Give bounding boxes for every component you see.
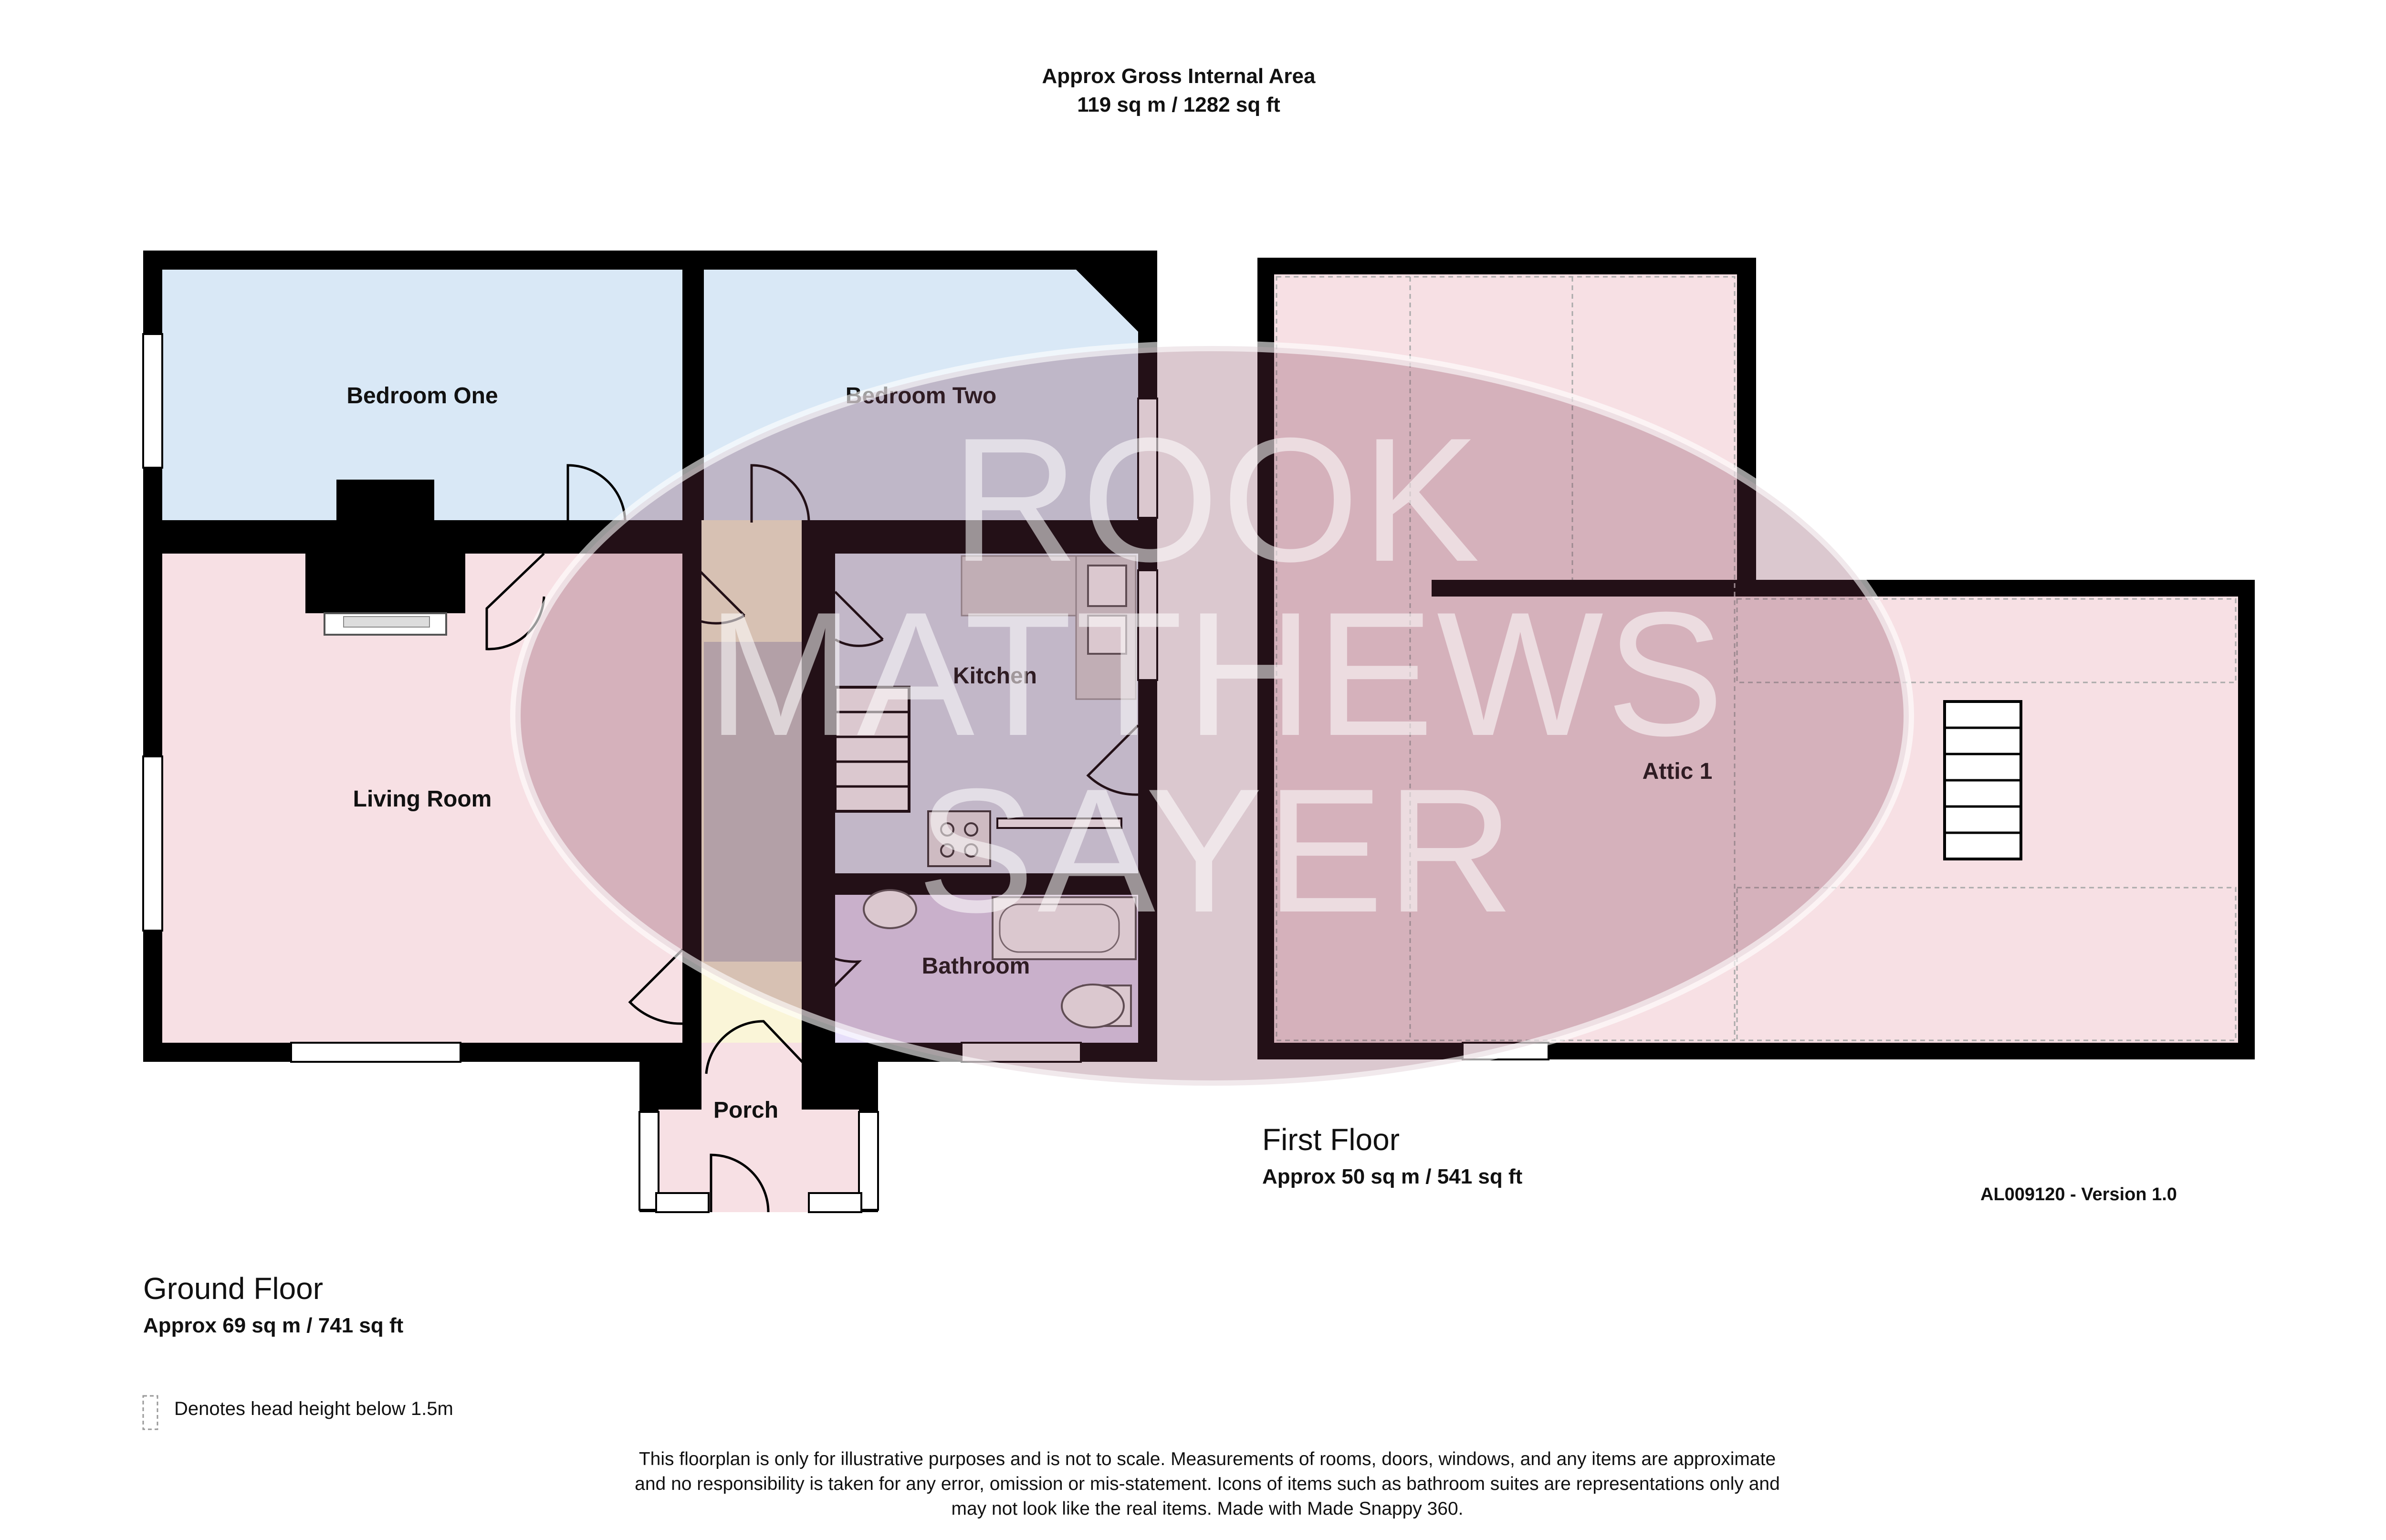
- bedroom-one: [162, 270, 682, 520]
- window: [655, 1192, 710, 1213]
- watermark: ROOK MATTHEWS SAYER: [510, 341, 1914, 1091]
- room-label-porch: Porch: [713, 1098, 778, 1123]
- room-label-kitchen: Kitchen: [953, 663, 1037, 689]
- watermark-line3: SAYER: [917, 752, 1517, 949]
- basin-icon: [863, 889, 917, 929]
- window: [858, 1111, 879, 1211]
- gross-area-title: Approx Gross Internal Area: [1042, 64, 1316, 88]
- window: [996, 817, 1122, 829]
- porch-doorway: [701, 1043, 802, 1112]
- ground-floor-area: Approx 69 sq m / 741 sq ft: [143, 1314, 404, 1337]
- sink-drainer-icon: [1087, 615, 1127, 655]
- first-floor-area: Approx 50 sq m / 541 sq ft: [1262, 1165, 1523, 1188]
- hob-ring-icon: [964, 822, 978, 837]
- first-floor-title: First Floor: [1262, 1122, 1400, 1157]
- hob-ring-icon: [964, 843, 978, 858]
- hob-ring-icon: [940, 843, 954, 858]
- doors: [485, 464, 1139, 1213]
- room-label-living-room: Living Room: [353, 786, 492, 812]
- watermark-line1: ROOK: [951, 401, 1483, 598]
- first-floor-plan: Attic 1: [1257, 258, 2255, 1060]
- room-label-attic: Attic 1: [1643, 759, 1713, 784]
- sink-bowl-icon: [1087, 565, 1127, 607]
- bedroom-two: [704, 270, 1138, 520]
- legend-head-height: Denotes head height below 1.5m: [174, 1398, 453, 1419]
- legend-dashed-swatch: [142, 1395, 158, 1430]
- disclaimer-line3: may not look like the real items. Made w…: [951, 1498, 1463, 1519]
- window: [961, 1042, 1082, 1063]
- low-height-area: [1736, 598, 2237, 683]
- ground-stairs-icon: [834, 686, 910, 813]
- disclaimer-line2: and no responsibility is taken for any e…: [635, 1474, 1780, 1494]
- chimney-breast: [305, 530, 465, 613]
- window: [290, 1042, 461, 1063]
- low-height-area: [1736, 887, 2237, 1041]
- window: [142, 755, 163, 932]
- watermark-line2: MATTHEWS: [707, 576, 1727, 773]
- room-label-bedroom-one: Bedroom One: [346, 383, 498, 409]
- ground-floor-title: Ground Floor: [143, 1271, 323, 1306]
- toilet-bowl-icon: [1061, 984, 1125, 1028]
- room-label-bathroom: Bathroom: [922, 953, 1030, 979]
- ground-floor-plan: Bedroom One Bedroom Two Living Room Kitc…: [142, 251, 1158, 1213]
- hob-icon: [927, 810, 991, 867]
- hob-ring-icon: [940, 822, 954, 837]
- window: [1137, 569, 1158, 681]
- watermark-ellipse: [510, 341, 1914, 1091]
- window: [142, 333, 163, 469]
- window: [808, 1192, 862, 1213]
- version-label: AL009120 - Version 1.0: [1980, 1184, 2177, 1205]
- under-stairs: [704, 642, 802, 962]
- fire-grate: [343, 616, 430, 628]
- chimney-top: [336, 480, 434, 532]
- gross-area-value: 119 sq m / 1282 sq ft: [1077, 93, 1280, 116]
- disclaimer-line1: This floorplan is only for illustrative …: [639, 1449, 1776, 1469]
- window: [1137, 398, 1158, 519]
- low-height-area: [1276, 276, 1736, 1041]
